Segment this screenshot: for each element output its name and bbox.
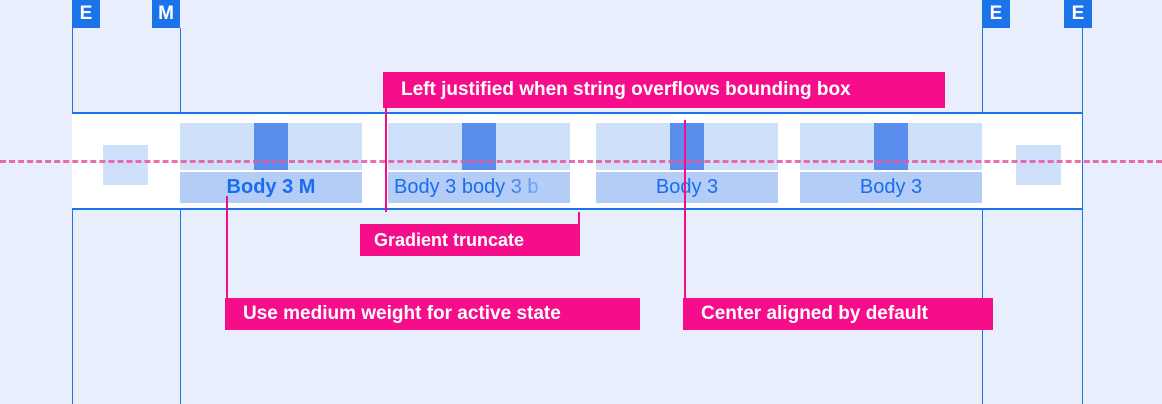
- marker-e-right-outer: E: [1064, 0, 1092, 28]
- tab-label-2: Body 3 body 3 b: [394, 176, 539, 198]
- marker-e-right-inner: E: [982, 0, 1010, 28]
- marker-e-left-outer: E: [72, 0, 100, 28]
- spec-column-left-outer: [0, 0, 72, 404]
- leader-center: [684, 120, 686, 300]
- callout-medium-weight: Use medium weight for active state: [225, 298, 640, 330]
- guide-line-right-outer: [1082, 28, 1083, 404]
- spec-column-right-outer: [1082, 0, 1162, 404]
- tab-label-area-1: Body 3 M: [180, 172, 362, 203]
- callout-left-justified-text: Left justified when string overflows bou…: [401, 79, 851, 100]
- vertical-center-baseline: [0, 160, 1162, 163]
- tab-item-2[interactable]: Body 3 body 3 b: [388, 123, 570, 203]
- guide-line-right-inner: [982, 28, 983, 404]
- tab-label-1: Body 3 M: [226, 176, 316, 198]
- callout-medium-weight-text: Use medium weight for active state: [243, 303, 561, 324]
- leader-gradient: [578, 212, 580, 226]
- tab-label-4: Body 3: [859, 176, 923, 198]
- tab-label-area-3: Body 3: [596, 172, 778, 203]
- leader-overflow: [385, 72, 387, 212]
- tab-item-1[interactable]: Body 3 M: [180, 123, 362, 203]
- callout-gradient-truncate-text: Gradient truncate: [374, 230, 525, 250]
- callout-gradient-truncate: Gradient truncate: [360, 224, 580, 256]
- edge-placeholder-left: [103, 145, 148, 185]
- callout-center-aligned-text: Center aligned by default: [701, 303, 928, 324]
- guide-line-left-outer: [72, 28, 73, 404]
- tab-label-area-2: Body 3 body 3 b: [388, 172, 570, 203]
- callout-center-aligned: Center aligned by default: [683, 298, 993, 330]
- tab-item-4[interactable]: Body 3: [800, 123, 982, 203]
- marker-m-left-inner: M: [152, 0, 180, 28]
- guide-line-left-inner: [180, 28, 181, 404]
- callout-left-justified: Left justified when string overflows bou…: [383, 72, 945, 108]
- tab-label-area-4: Body 3: [800, 172, 982, 203]
- edge-placeholder-right: [1016, 145, 1061, 185]
- leader-medium-vertical: [226, 196, 228, 300]
- tab-item-3[interactable]: Body 3: [596, 123, 778, 203]
- tab-label-3: Body 3: [655, 176, 719, 198]
